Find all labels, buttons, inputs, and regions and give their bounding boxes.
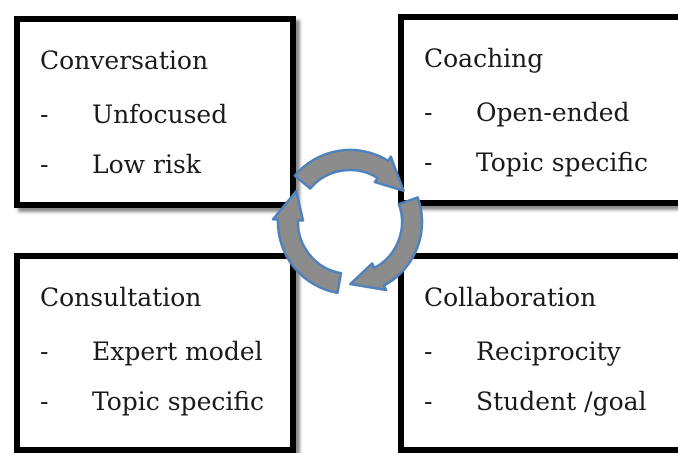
bullet-dash: -: [424, 148, 433, 177]
collaboration-box: Collaboration - Reciprocity - Student /goa…: [398, 253, 678, 453]
list-item-text: Low risk: [92, 150, 201, 179]
curved-arrow-icon: [293, 148, 405, 192]
conversation-box: Conversation - Unfocused - Low risk: [14, 16, 296, 208]
box-title: Collaboration: [424, 283, 597, 312]
list-item-text: Unfocused: [92, 100, 228, 129]
list-item-text: Student /goal: [476, 387, 647, 416]
list-item-text: Topic specific: [476, 148, 649, 177]
list-item: - Reciprocity: [424, 337, 621, 367]
coaching-box: Coaching - Open-ended - Topic specific: [398, 14, 678, 206]
list-item: - Topic specific: [424, 148, 648, 178]
bullet-dash: -: [40, 337, 49, 366]
box-title: Conversation: [40, 46, 209, 75]
bullet-dash: -: [424, 337, 433, 366]
consultation-box: Consultation - Expert model - Topic specif…: [14, 253, 296, 453]
list-item: - Open-ended: [424, 98, 630, 128]
bullet-dash: -: [40, 150, 49, 179]
bullet-dash: -: [424, 98, 433, 127]
list-item: - Unfocused: [40, 100, 227, 130]
bullet-dash: -: [40, 387, 49, 416]
list-item-text: Open-ended: [476, 98, 630, 127]
bullet-dash: -: [424, 387, 433, 416]
list-item: - Topic specific: [40, 387, 264, 417]
box-title: Consultation: [40, 283, 202, 312]
bullet-dash: -: [40, 100, 49, 129]
list-item: - Expert model: [40, 337, 263, 367]
box-title: Coaching: [424, 44, 544, 73]
list-item-text: Expert model: [92, 337, 263, 366]
list-item: - Low risk: [40, 150, 201, 180]
list-item-text: Reciprocity: [476, 337, 621, 366]
list-item: - Student /goal: [424, 387, 647, 417]
list-item-text: Topic specific: [92, 387, 265, 416]
